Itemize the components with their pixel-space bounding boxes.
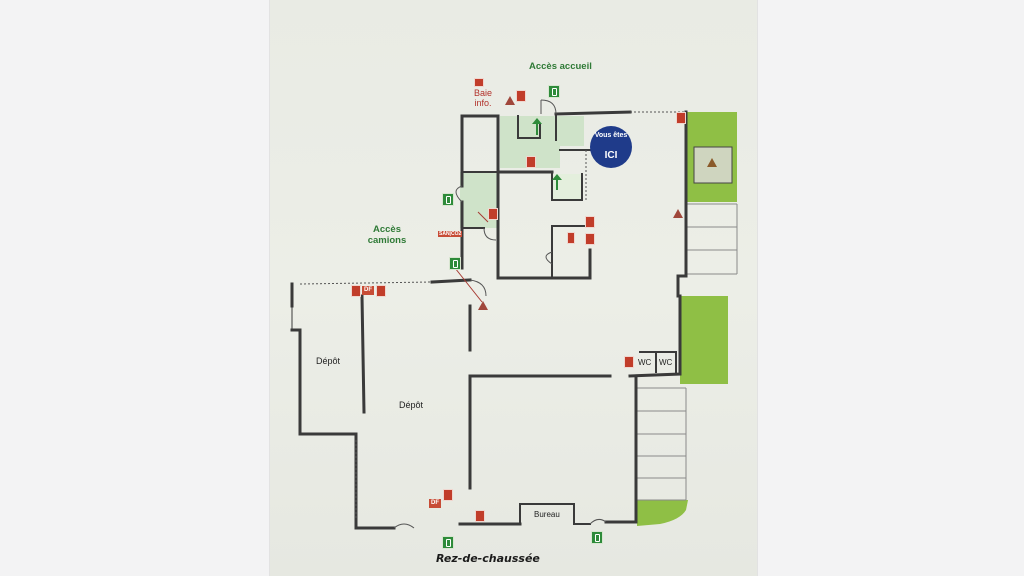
extinguisher-icon — [585, 233, 595, 245]
exit-sign-icon — [442, 193, 454, 206]
label-depot-center: Dépôt — [399, 400, 424, 410]
tag-df-2: DF — [429, 499, 441, 508]
wall — [360, 294, 366, 414]
label-acces-accueil: Accès accueil — [529, 61, 592, 72]
evacuation-path — [454, 267, 483, 303]
warning-triangle-icon — [707, 158, 717, 167]
wall — [676, 274, 688, 298]
arrow-up-icon — [552, 174, 562, 190]
door-swings — [393, 99, 607, 529]
extinguisher-icon — [488, 208, 498, 220]
door-swing — [455, 185, 463, 203]
wall — [517, 115, 541, 139]
extinguisher-icon — [443, 489, 453, 501]
lawn-bottom — [637, 500, 688, 526]
warning-triangle-icon — [673, 209, 683, 218]
exit-sign-icon — [591, 531, 603, 544]
label-baie-info: Baie info. — [473, 88, 492, 108]
label-wc-2: WC — [659, 358, 673, 367]
label-wc-1: WC — [638, 358, 652, 367]
wall — [554, 110, 632, 116]
openings — [299, 111, 686, 520]
exit-sign-icon — [548, 85, 560, 98]
wall — [430, 278, 472, 284]
wall — [519, 503, 591, 525]
wall — [628, 294, 682, 378]
arrow-up-icon — [532, 118, 542, 135]
exit-sign-icon — [442, 536, 454, 549]
label-bureau: Bureau — [534, 510, 560, 519]
label-acces-camions: Accès camions — [367, 224, 407, 246]
extinguisher-icon — [516, 90, 526, 102]
extinguisher-icon — [376, 285, 386, 297]
you-are-here-line2: ICI — [604, 150, 618, 161]
warning-triangle-icon — [478, 301, 488, 310]
extinguisher-icon — [585, 216, 595, 228]
extinguisher-icon — [474, 78, 484, 87]
tag-df-1: DF — [362, 286, 374, 295]
extinguisher-icon — [624, 356, 634, 368]
extinguisher-icon — [567, 232, 575, 244]
you-are-here-marker: Vous êtes ICI — [590, 126, 632, 168]
warning-triangle-icon — [505, 96, 515, 105]
plan-title: Rez-de-chaussée — [436, 552, 540, 565]
tag-san-co2: SAN|CO2 — [438, 231, 463, 237]
truck-door-line — [299, 281, 433, 285]
exit-sign-icon — [449, 257, 461, 270]
door-swing — [540, 99, 557, 115]
door-swing — [469, 279, 487, 297]
extinguisher-icon — [676, 112, 686, 124]
arrow-up-icon — [532, 118, 562, 190]
lawn-planter — [693, 146, 733, 184]
you-are-here-line1: Vous êtes — [594, 132, 628, 139]
lawns — [637, 112, 737, 526]
evacuation-path — [477, 211, 489, 223]
door-swing — [589, 518, 607, 525]
wall — [551, 171, 583, 201]
door-swing — [545, 251, 553, 265]
walls — [290, 110, 688, 530]
lawn-middle — [680, 296, 728, 384]
wall — [290, 328, 396, 530]
door-swing — [393, 523, 415, 529]
parking-bays — [637, 203, 738, 501]
extinguisher-icon — [351, 285, 361, 297]
wall — [639, 351, 677, 375]
extinguisher-icon — [526, 156, 536, 168]
label-depot-left: Dépôt — [316, 356, 341, 366]
corridor-reception — [500, 116, 584, 168]
door-swing — [483, 227, 497, 241]
extinguisher-icon — [475, 510, 485, 522]
